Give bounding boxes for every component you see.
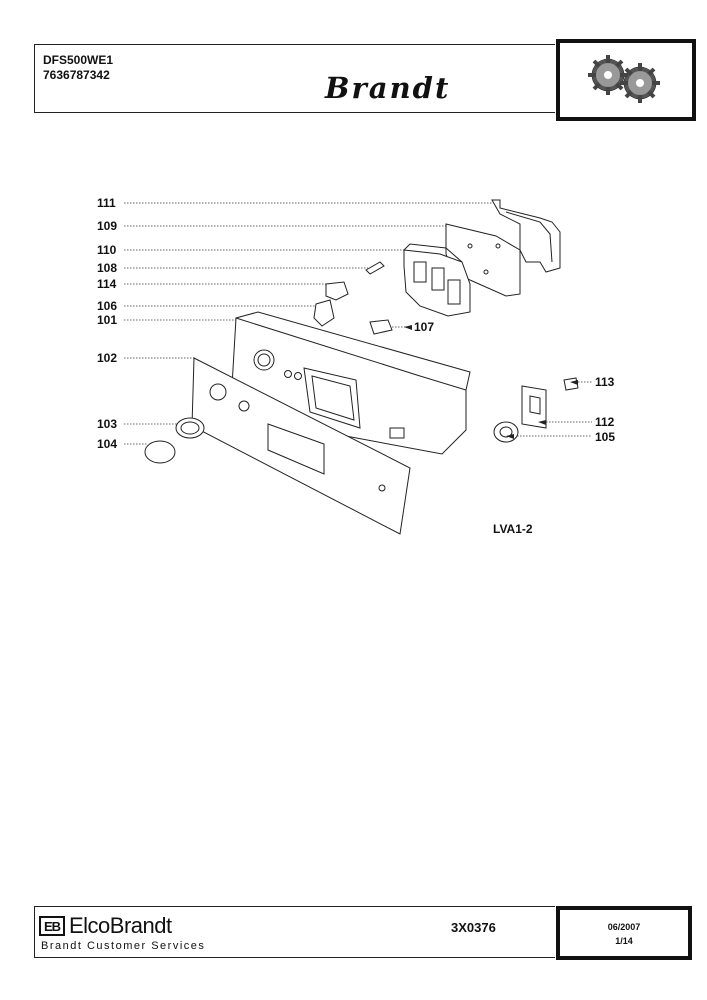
part-label-107: 107 (414, 320, 435, 334)
gears-logo-box (556, 39, 696, 121)
gears-icon (588, 55, 660, 103)
part-label-105: 105 (595, 430, 616, 444)
part-label-112: 112 (595, 415, 615, 429)
product-code: 7636787342 (43, 68, 110, 82)
service-name: Brandt Customer Services (41, 940, 206, 952)
company-name: ElcoBrandt (69, 913, 172, 938)
part-label-110: 110 (97, 243, 117, 257)
document-number: 3X0376 (451, 920, 496, 935)
model-number: DFS500WE1 (43, 53, 114, 67)
part-label-104: 104 (97, 437, 118, 451)
footer-frame: EB ElcoBrandt Brandt Customer Services 3… (34, 906, 555, 958)
part-label-114: 114 (97, 277, 117, 291)
date-page-box: 06/2007 1/14 (556, 906, 692, 960)
eb-logo-icon: EB (39, 916, 65, 936)
part-label-102: 102 (97, 351, 118, 365)
brand-logo: Brandt (325, 71, 451, 105)
part-label-111: 111 (97, 196, 116, 210)
part-label-108: 108 (97, 261, 118, 275)
document-date: 06/2007 (607, 922, 641, 932)
model-codes: DFS500WE1 7636787342 (43, 53, 113, 83)
diagram-reference: LVA1-2 (493, 522, 533, 536)
part-label-101: 101 (97, 313, 118, 327)
part-label-106: 106 (97, 299, 118, 313)
part-label-109: 109 (97, 219, 118, 233)
part-label-113: 113 (595, 375, 615, 389)
part-label-103: 103 (97, 417, 118, 431)
page-number: 1/14 (615, 936, 633, 946)
header-frame: DFS500WE1 7636787342 Brandt (34, 44, 555, 113)
company-logo: EB ElcoBrandt (39, 913, 172, 939)
